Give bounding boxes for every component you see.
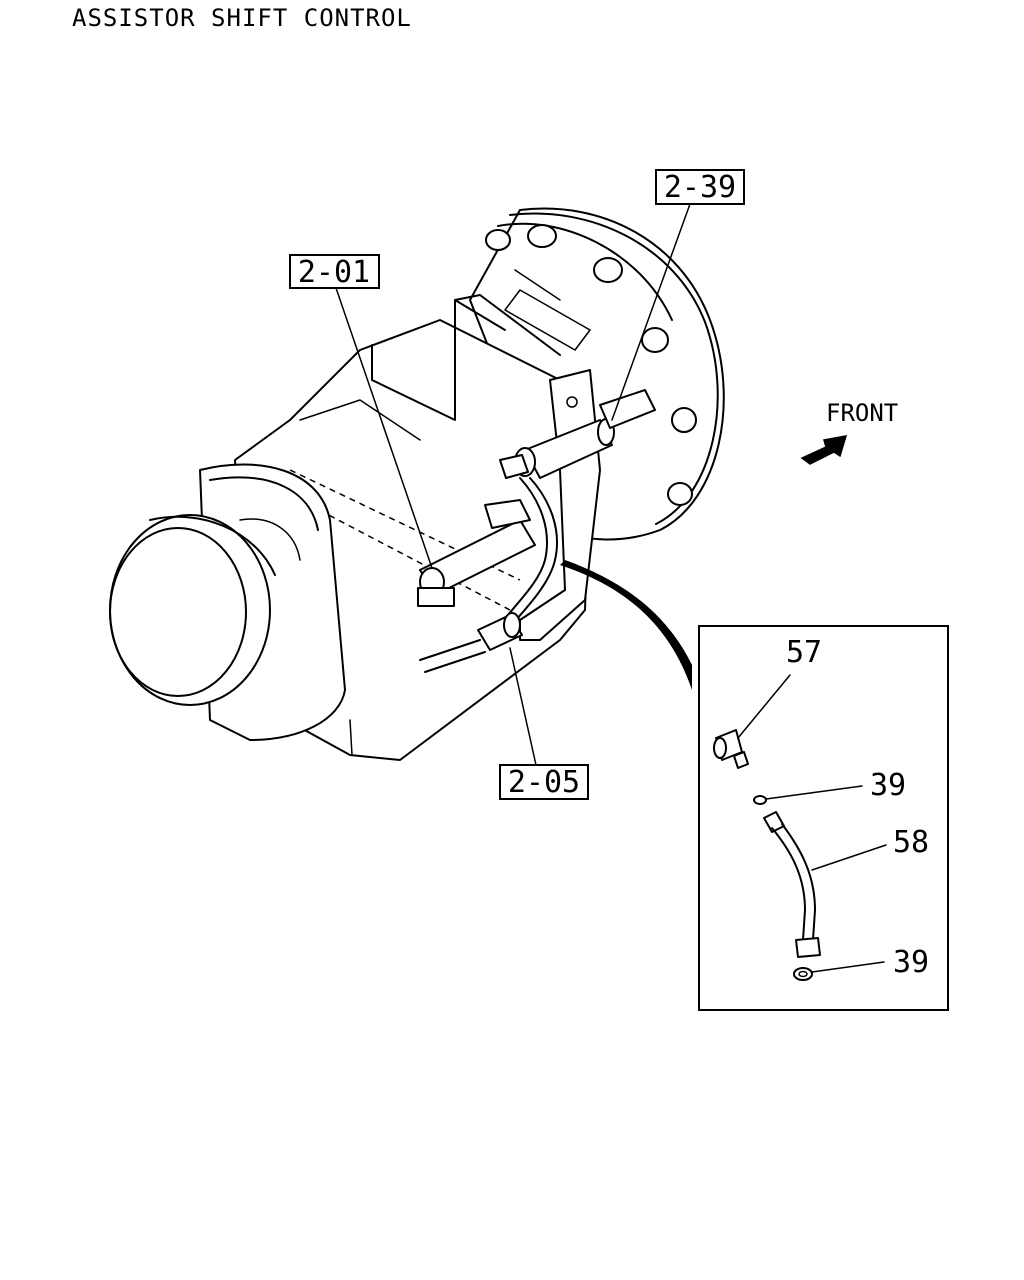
leader-2-39: [611, 203, 691, 421]
part-39-washer-lower: [793, 967, 813, 981]
diagram-title: ASSISTOR SHIFT CONTROL: [72, 4, 412, 32]
leader-2-01: [335, 287, 433, 569]
part-58-pipe: [763, 811, 821, 958]
callout-39-upper: 39: [870, 768, 906, 803]
callout-58: 58: [893, 825, 929, 860]
leader-2-05: [509, 647, 537, 766]
detail-pointer-wedge: [560, 560, 692, 690]
front-label: FRONT: [826, 399, 898, 427]
ref-2-05-label: 2-05: [508, 765, 580, 800]
callout-39-lower: 39: [893, 945, 929, 980]
callout-57: 57: [786, 635, 822, 670]
ref-2-01[interactable]: 2-01: [289, 254, 380, 290]
ref-2-39[interactable]: 2-39: [655, 169, 745, 205]
part-39-washer-upper: [753, 795, 767, 805]
ref-2-01-label: 2-01: [298, 255, 370, 290]
ref-2-05[interactable]: 2-05: [499, 764, 589, 800]
detail-panel: 57 39 58 39: [698, 625, 949, 1011]
transmission-assembly: [109, 207, 725, 761]
part-57-fitting: [713, 729, 749, 769]
ref-2-39-label: 2-39: [664, 170, 736, 205]
front-arrow-icon: [800, 435, 848, 465]
